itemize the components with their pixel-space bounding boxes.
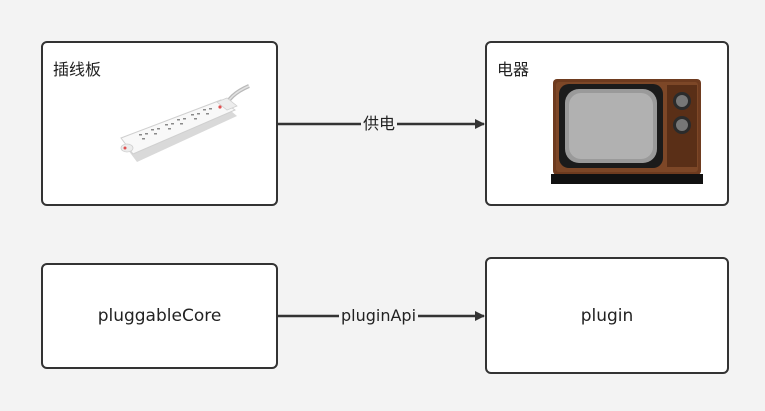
retro-tv-image (551, 79, 703, 184)
node-pluggable-core-label: pluggableCore (97, 306, 222, 326)
node-appliance-title: 电器 (497, 60, 530, 79)
power-strip-image (120, 84, 250, 162)
node-plugin[interactable]: plugin (485, 257, 729, 374)
node-pluggable-core[interactable]: pluggableCore (41, 263, 278, 369)
edge-supply-label: 供电 (361, 114, 398, 134)
node-appliance[interactable]: 电器 (485, 41, 729, 206)
node-power-strip[interactable]: 插线板 (41, 41, 278, 206)
node-plugin-label: plugin (580, 305, 634, 326)
edge-api-label: pluginApi (339, 306, 419, 326)
node-power-strip-title: 插线板 (53, 60, 102, 79)
